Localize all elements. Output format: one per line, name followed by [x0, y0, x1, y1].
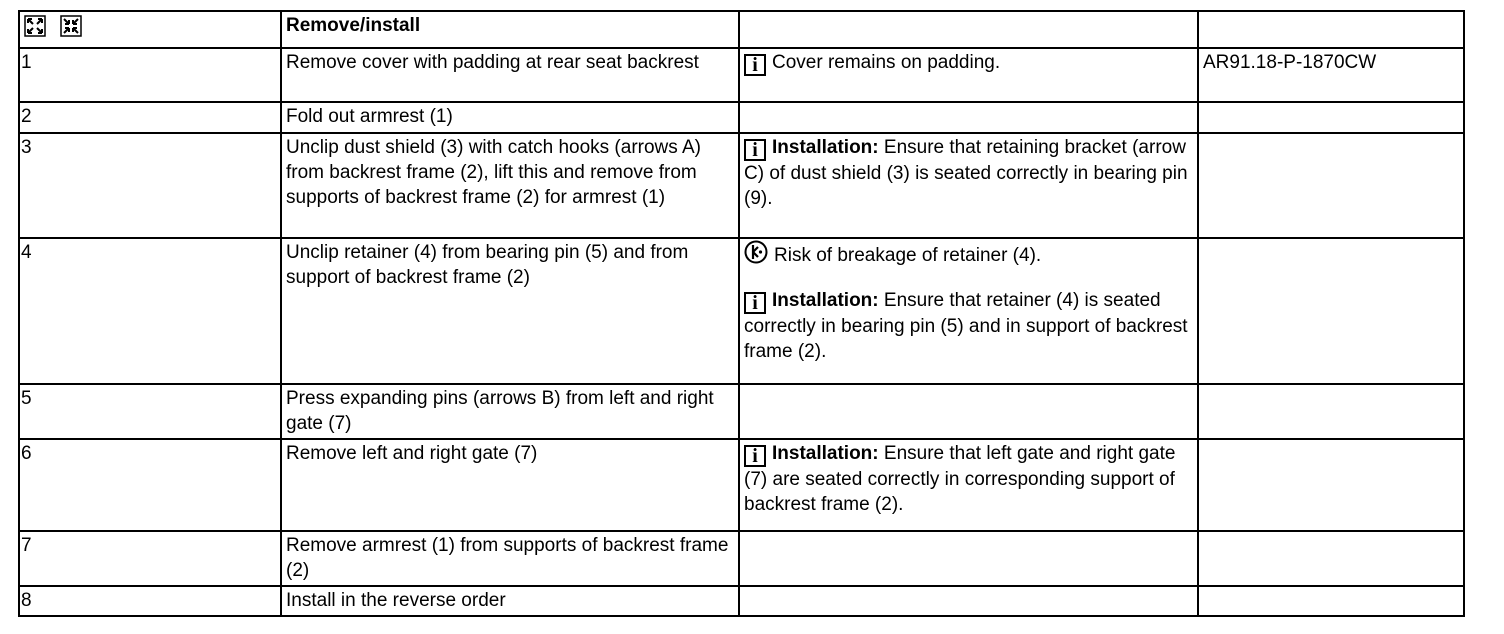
- step-action: Remove cover with padding at rear seat b…: [280, 47, 740, 103]
- info-note: i Installation: Ensure that retainer (4) …: [744, 288, 1193, 364]
- note-label: Installation:: [772, 290, 879, 311]
- step-reference: [1197, 585, 1465, 617]
- note-label: Installation:: [772, 137, 879, 158]
- note-text: Ensure that retaining bracket (arrow C) …: [744, 137, 1188, 209]
- header-icons-cell: [18, 10, 282, 49]
- step-action: Unclip dust shield (3) with catch hooks …: [280, 132, 740, 239]
- step-number: 2: [18, 101, 282, 134]
- info-note: i Cover remains on padding.: [744, 50, 1193, 76]
- step-reference: [1197, 438, 1465, 532]
- step-number: 6: [18, 438, 282, 532]
- step-notes: [738, 585, 1199, 617]
- step-reference: [1197, 132, 1465, 239]
- note-text: Ensure that left gate and right gate (7)…: [744, 443, 1176, 515]
- info-icon: i: [744, 54, 766, 76]
- header-empty-cell: [1197, 10, 1465, 49]
- step-reference: [1197, 101, 1465, 134]
- step-notes: i Cover remains on padding.: [738, 47, 1199, 103]
- warning-note: Risk of breakage of retainer (4).: [744, 240, 1193, 271]
- step-number: 8: [18, 585, 282, 617]
- step-action: Unclip retainer (4) from bearing pin (5)…: [280, 237, 740, 385]
- step-notes: [738, 101, 1199, 134]
- info-note: i Installation: Ensure that left gate and…: [744, 441, 1193, 517]
- note-text: Cover remains on padding.: [772, 52, 1001, 73]
- step-number: 4: [18, 237, 282, 385]
- step-number: 7: [18, 530, 282, 587]
- step-action: Remove armrest (1) from supports of back…: [280, 530, 740, 587]
- header-empty-cell: [738, 10, 1199, 49]
- step-reference: [1197, 237, 1465, 385]
- step-reference[interactable]: AR91.18-P-1870CW: [1197, 47, 1465, 103]
- step-notes: i Installation: Ensure that left gate and…: [738, 438, 1199, 532]
- step-action: Press expanding pins (arrows B) from lef…: [280, 383, 740, 440]
- step-notes: [738, 383, 1199, 440]
- step-reference: [1197, 383, 1465, 440]
- step-reference: [1197, 530, 1465, 587]
- info-icon: i: [744, 445, 766, 467]
- step-notes: Risk of breakage of retainer (4). i Instal…: [738, 237, 1199, 385]
- info-icon: i: [744, 139, 766, 161]
- step-notes: i Installation: Ensure that retaining bra…: [738, 132, 1199, 239]
- collapse-icon[interactable]: [60, 15, 82, 44]
- step-notes: [738, 530, 1199, 587]
- warning-icon: [744, 240, 768, 271]
- header-title: Remove/install: [280, 10, 740, 49]
- expand-icon[interactable]: [24, 15, 46, 44]
- step-action: Remove left and right gate (7): [280, 438, 740, 532]
- info-icon: i: [744, 292, 766, 314]
- info-note: i Installation: Ensure that retaining bra…: [744, 135, 1193, 211]
- step-action: Install in the reverse order: [280, 585, 740, 617]
- step-action: Fold out armrest (1): [280, 101, 740, 134]
- step-number: 1: [18, 47, 282, 103]
- step-number: 5: [18, 383, 282, 440]
- note-text: Ensure that retainer (4) is seated corre…: [744, 290, 1188, 362]
- note-text: Risk of breakage of retainer (4).: [774, 245, 1042, 266]
- header-row: Remove/install: [18, 10, 1465, 49]
- step-number: 3: [18, 132, 282, 239]
- note-label: Installation:: [772, 443, 879, 464]
